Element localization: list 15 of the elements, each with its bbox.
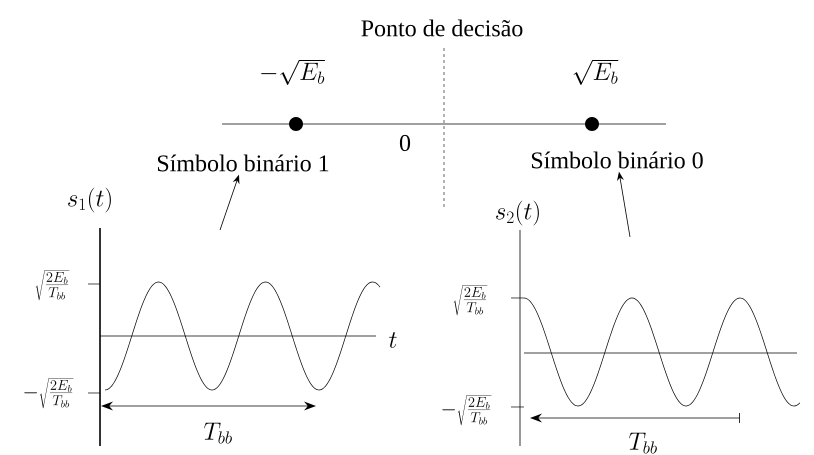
value-label: $\sqrt{E_b}$ bbox=[574, 60, 618, 85]
tick-label: $-\sqrt{\frac{2E_b}{T_{bb}}}$ bbox=[442, 395, 492, 426]
axis-label: $t$ bbox=[389, 332, 397, 348]
text-label: Símbolo binário 1 bbox=[158, 154, 328, 172]
tick-label: $-\sqrt{\frac{2E_b}{T_{bb}}}$ bbox=[24, 378, 74, 408]
tick-label: $\sqrt{\frac{2E_b}{T_{bb}}}$ bbox=[454, 285, 488, 316]
origin-label: 0 bbox=[400, 134, 410, 152]
text-label: Símbolo binário 0 bbox=[532, 152, 703, 168]
title-label: Ponto de decisão bbox=[361, 20, 522, 36]
axis-label: $s_1(t)$ bbox=[68, 188, 111, 212]
dimension-label: $T_{bb}$ bbox=[629, 432, 657, 454]
tick-label: $\sqrt{\frac{2E_b}{T_{bb}}}$ bbox=[36, 270, 70, 300]
dimension-label: $T_{bb}$ bbox=[204, 422, 232, 444]
value-label: $-\sqrt{E_b}$ bbox=[261, 60, 325, 85]
axis-label: $s_2(t)$ bbox=[496, 200, 539, 226]
